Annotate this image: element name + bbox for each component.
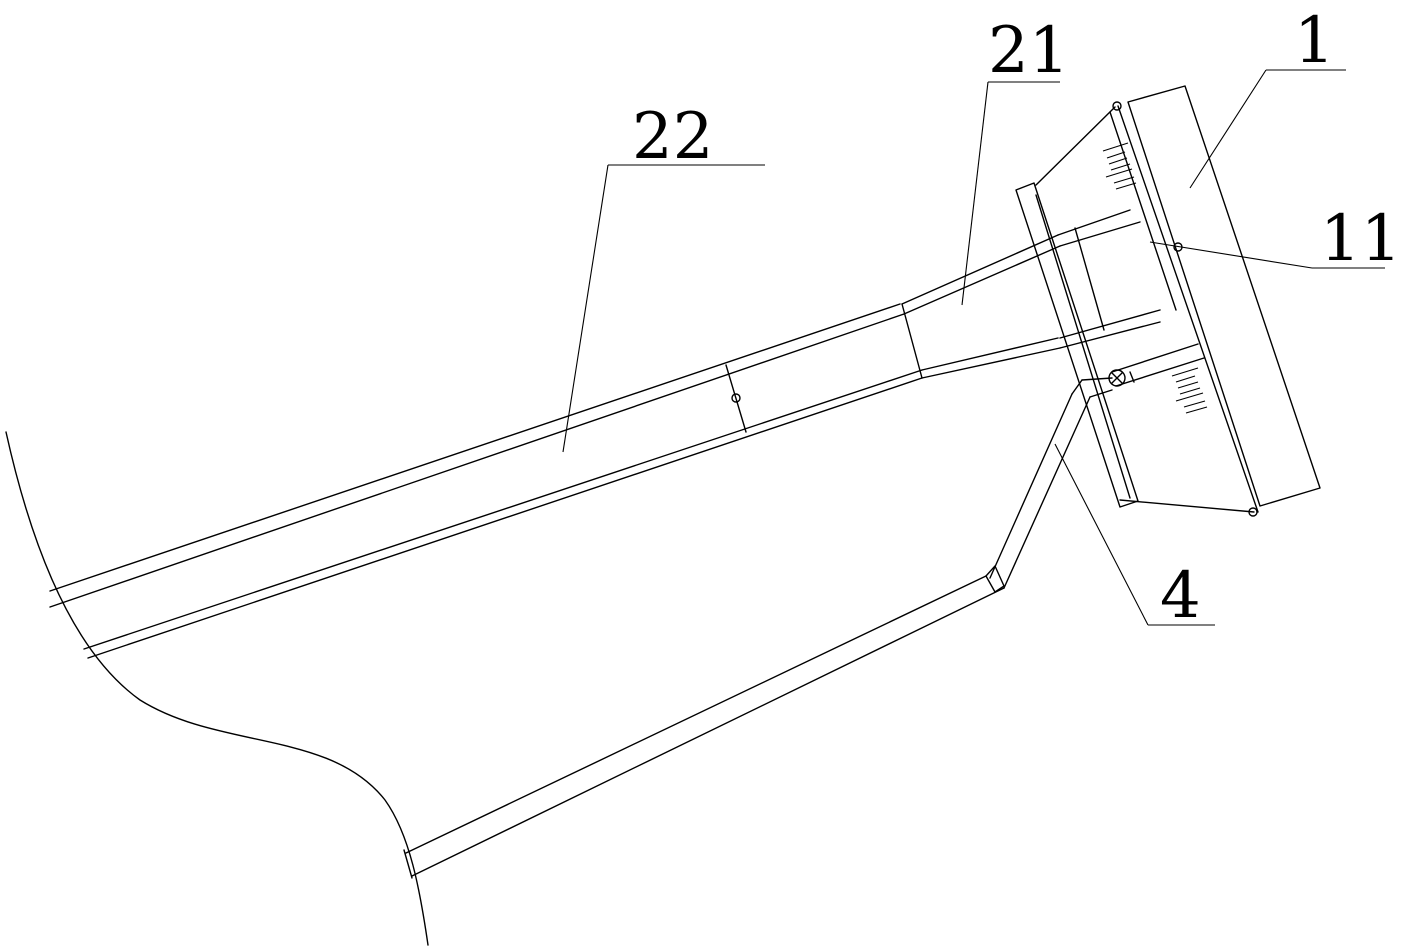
outer-contour-curve xyxy=(5,431,429,946)
arm-22 xyxy=(49,303,923,659)
label-1: 1 xyxy=(1294,4,1335,78)
support-rod-4 xyxy=(403,377,1113,879)
head-assembly-1 xyxy=(1015,85,1321,517)
label-4: 4 xyxy=(1160,559,1201,633)
label-22: 22 xyxy=(632,100,713,174)
label-11: 11 xyxy=(1320,202,1401,276)
leader-lines xyxy=(562,69,1385,626)
section-21 xyxy=(901,209,1161,379)
label-21: 21 xyxy=(988,14,1069,88)
pivot-circle xyxy=(731,393,741,403)
